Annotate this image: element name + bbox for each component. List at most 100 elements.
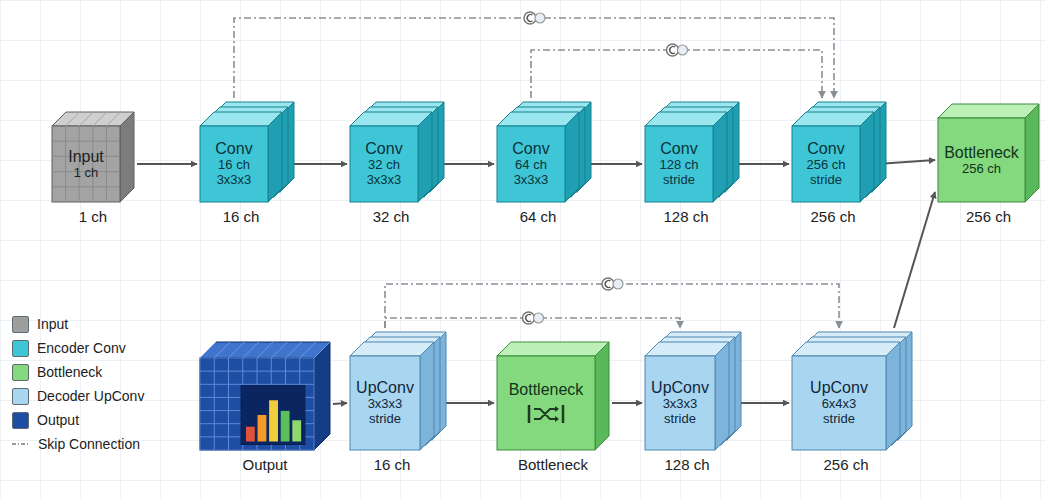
text-line: stride — [659, 173, 698, 188]
legend-swatch — [12, 388, 29, 405]
text-line: 256 ch — [806, 158, 845, 173]
text-line: 16 ch — [215, 158, 252, 173]
legend-text: Encoder Conv — [37, 340, 126, 356]
skip-connection — [385, 284, 839, 328]
encoder-conv: Conv 256 ch stride256 ch — [792, 112, 874, 202]
caption-text: Output — [242, 456, 287, 473]
text-line: 32 ch — [365, 158, 402, 173]
text-line: Conv — [215, 140, 252, 158]
caption-text: 32 ch — [373, 208, 410, 225]
encoder-conv: Conv 32 ch 3x3x332 ch — [350, 112, 432, 202]
node-label: Conv 256 ch stride — [806, 140, 845, 187]
concat-symbol — [667, 44, 688, 56]
cube-face: UpConv 3x3x3 stride — [645, 356, 715, 450]
node-label: Conv 16 ch 3x3x3 — [215, 140, 252, 187]
channel-caption: 128 ch — [645, 456, 729, 473]
flow-arrow — [894, 192, 935, 328]
text-line: Bottleneck — [944, 144, 1019, 162]
skip-connection — [234, 18, 834, 98]
text-line: stride — [651, 412, 709, 427]
text-line: 6x4x3 — [810, 397, 868, 412]
cube-face: Conv 128 ch stride — [645, 126, 713, 202]
caption-text: 128 ch — [664, 456, 709, 473]
caption-text: 256 ch — [810, 208, 855, 225]
legend-swatch — [12, 340, 29, 357]
legend-swatch — [12, 316, 29, 333]
node-label: Conv 64 ch 3x3x3 — [512, 140, 549, 187]
cube-face: UpConv 6x4x3 stride — [792, 356, 886, 450]
text-line: UpConv — [356, 379, 414, 397]
text-line: stride — [356, 412, 414, 427]
concat-symbol — [602, 278, 623, 290]
legend-text: Bottleneck — [37, 364, 102, 380]
caption-text: 16 ch — [223, 208, 260, 225]
text-line: 1 ch — [68, 166, 104, 181]
text-line: 3x3x3 — [215, 173, 252, 188]
legend-item: Bottleneck — [12, 360, 144, 384]
channel-caption: 32 ch — [350, 208, 432, 225]
node-label: Conv 32 ch 3x3x3 — [365, 140, 402, 187]
cube-face: Conv 32 ch 3x3x3 — [350, 126, 418, 202]
output-volume: Output — [200, 342, 330, 450]
caption-text: 256 ch — [823, 456, 868, 473]
cube-face: Input 1 ch — [52, 126, 120, 202]
text-line: 256 ch — [944, 162, 1019, 177]
text-line: Conv — [512, 140, 549, 158]
text-line: 3x3x3 — [651, 397, 709, 412]
legend-item: Input — [12, 312, 144, 336]
cube-face: Conv 64 ch 3x3x3 — [497, 126, 565, 202]
cube-face: Bottleneck — [497, 356, 595, 450]
legend-text: Input — [37, 316, 68, 332]
channel-caption: 256 ch — [792, 456, 900, 473]
text-line: Input — [68, 148, 104, 166]
channel-caption: Output — [200, 456, 330, 473]
node-label: UpConv 3x3x3 stride — [651, 379, 709, 426]
legend: InputEncoder ConvBottleneckDecoder UpCon… — [12, 312, 144, 456]
legend-text: Decoder UpConv — [37, 388, 144, 404]
node-label: Conv 128 ch stride — [659, 140, 698, 187]
text-line: stride — [810, 412, 868, 427]
legend-item: Output — [12, 408, 144, 432]
legend-text: Output — [37, 412, 79, 428]
text-line: 3x3x3 — [365, 173, 402, 188]
input-cube: Input 1 ch1 ch — [52, 112, 134, 202]
channel-caption: 128 ch — [645, 208, 727, 225]
legend-swatch — [12, 364, 29, 381]
cube-drawing — [200, 327, 350, 450]
cube-face — [200, 358, 314, 450]
concat-symbol — [523, 312, 544, 324]
legend-swatch — [12, 412, 29, 429]
text-line: Conv — [659, 140, 698, 158]
channel-caption: 256 ch — [792, 208, 874, 225]
node-label: UpConv 6x4x3 stride — [810, 379, 868, 426]
caption-text: 128 ch — [663, 208, 708, 225]
decoder-upconv: UpConv 3x3x3 stride128 ch — [645, 342, 729, 450]
text-line: Bottleneck — [509, 381, 584, 399]
skip-connection — [531, 50, 822, 98]
caption-text: Bottleneck — [518, 456, 588, 473]
legend-item: Encoder Conv — [12, 336, 144, 360]
text-line: 64 ch — [512, 158, 549, 173]
cube-face: Conv 16 ch 3x3x3 — [200, 126, 268, 202]
channel-caption: 16 ch — [200, 208, 282, 225]
node-label: UpConv 3x3x3 stride — [356, 379, 414, 426]
channel-caption: 1 ch — [52, 208, 134, 225]
channel-caption: Bottleneck — [497, 456, 609, 473]
caption-text: 64 ch — [520, 208, 557, 225]
node-label: Bottleneck 256 ch — [944, 144, 1019, 177]
flow-arrow — [333, 403, 347, 404]
text-line: 128 ch — [659, 158, 698, 173]
text-line: 3x3x3 — [512, 173, 549, 188]
shuffle-icon — [526, 403, 566, 425]
channel-caption: 256 ch — [938, 208, 1039, 225]
caption-text: 256 ch — [966, 208, 1011, 225]
text-line: 3x3x3 — [356, 397, 414, 412]
bottleneck-cube: Bottleneck 256 ch256 ch — [938, 104, 1039, 202]
cube-face: Conv 256 ch stride — [792, 126, 860, 202]
encoder-conv: Conv 64 ch 3x3x364 ch — [497, 112, 579, 202]
decoder-upconv: UpConv 6x4x3 stride256 ch — [792, 342, 900, 450]
concat-symbol — [524, 12, 545, 24]
encoder-conv: Conv 128 ch stride128 ch — [645, 112, 727, 202]
caption-text: 1 ch — [79, 208, 107, 225]
